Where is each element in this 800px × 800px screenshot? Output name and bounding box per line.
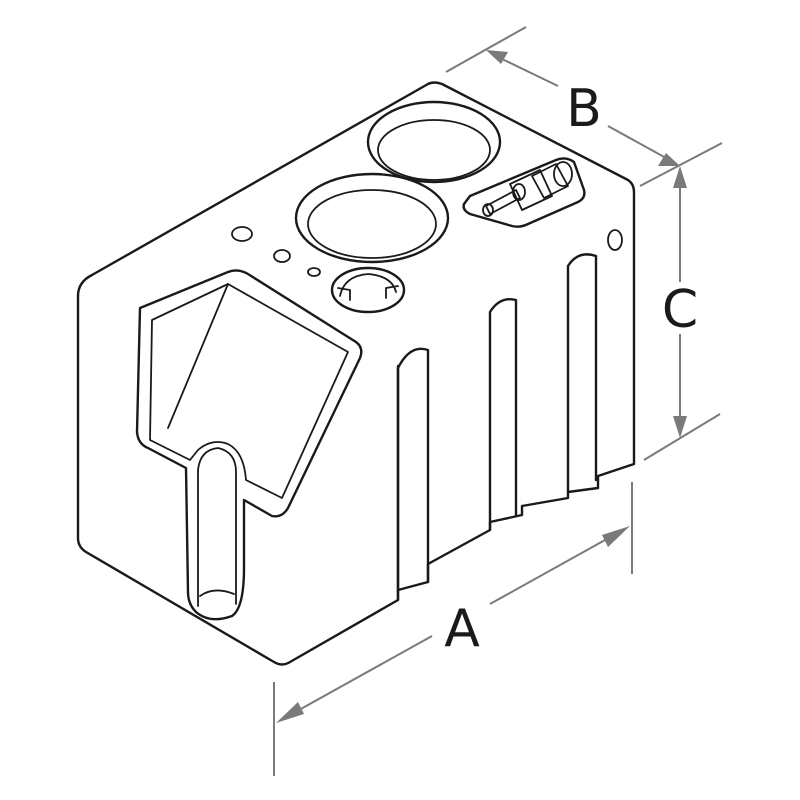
- bayonet-inner: [339, 273, 397, 297]
- vent-plate: [462, 157, 586, 228]
- vent-pipe: [485, 189, 521, 215]
- dim-c-arrow-bottom: [673, 416, 687, 438]
- top-hole-3: [307, 267, 321, 277]
- dim-b-arrow-top: [486, 50, 508, 64]
- handle-grip-bottom: [199, 589, 235, 597]
- handle-recess: [135, 269, 363, 621]
- side-ribs: [396, 253, 598, 592]
- dim-b-ext-right: [639, 142, 723, 187]
- dim-a-line-right: [489, 534, 615, 605]
- dim-b-arrow-bottom: [658, 153, 680, 166]
- dim-b-ext-left: [445, 26, 527, 73]
- handle-inner-crease: [167, 283, 229, 429]
- top-hole-1: [231, 226, 253, 242]
- vent-fitting: [462, 157, 586, 228]
- vent-pipe-end: [482, 203, 494, 217]
- dim-a-label: A: [444, 599, 480, 659]
- rib-3: [566, 253, 598, 494]
- rear-port-inner: [377, 119, 491, 181]
- rib-2: [488, 298, 518, 532]
- front-port-inner: [307, 189, 437, 259]
- bayonet-outer: [330, 266, 406, 314]
- dim-b-label: B: [566, 79, 602, 139]
- front-port: [294, 172, 450, 264]
- rib-1: [396, 347, 430, 592]
- rear-port: [366, 100, 502, 184]
- top-hole-2: [273, 249, 291, 263]
- dim-c-label: C: [662, 280, 698, 340]
- vent-body: [509, 169, 553, 211]
- vent-outlet: [553, 161, 573, 187]
- dim-c-ext-bottom: [643, 413, 721, 461]
- dim-c-arrow-top: [673, 166, 687, 188]
- tank-body: [76, 81, 636, 666]
- dim-b-line-bottom: [607, 125, 667, 159]
- dimension-c: C: [643, 166, 721, 461]
- bayonet-fitting: [330, 266, 406, 314]
- dim-a-line-left: [289, 635, 433, 716]
- dim-a-arrow-right: [602, 526, 630, 547]
- side-hole: [607, 229, 623, 251]
- front-port-rim: [294, 172, 450, 264]
- dimension-a: A: [273, 482, 633, 776]
- handle-grip-slot: [197, 447, 237, 607]
- tank-outline: [76, 81, 636, 666]
- dim-b-line-top: [499, 57, 559, 87]
- handle-outer: [135, 269, 363, 621]
- bayonet-notch-left: [337, 287, 351, 301]
- top-features: [231, 100, 623, 314]
- dimension-b: B: [445, 26, 723, 187]
- rear-port-rim: [366, 100, 502, 184]
- dim-a-arrow-left: [276, 702, 304, 723]
- vent-barrel: [531, 163, 569, 199]
- handle-inner: [149, 283, 349, 499]
- bayonet-notch-right: [385, 285, 399, 299]
- vent-nut: [512, 183, 526, 201]
